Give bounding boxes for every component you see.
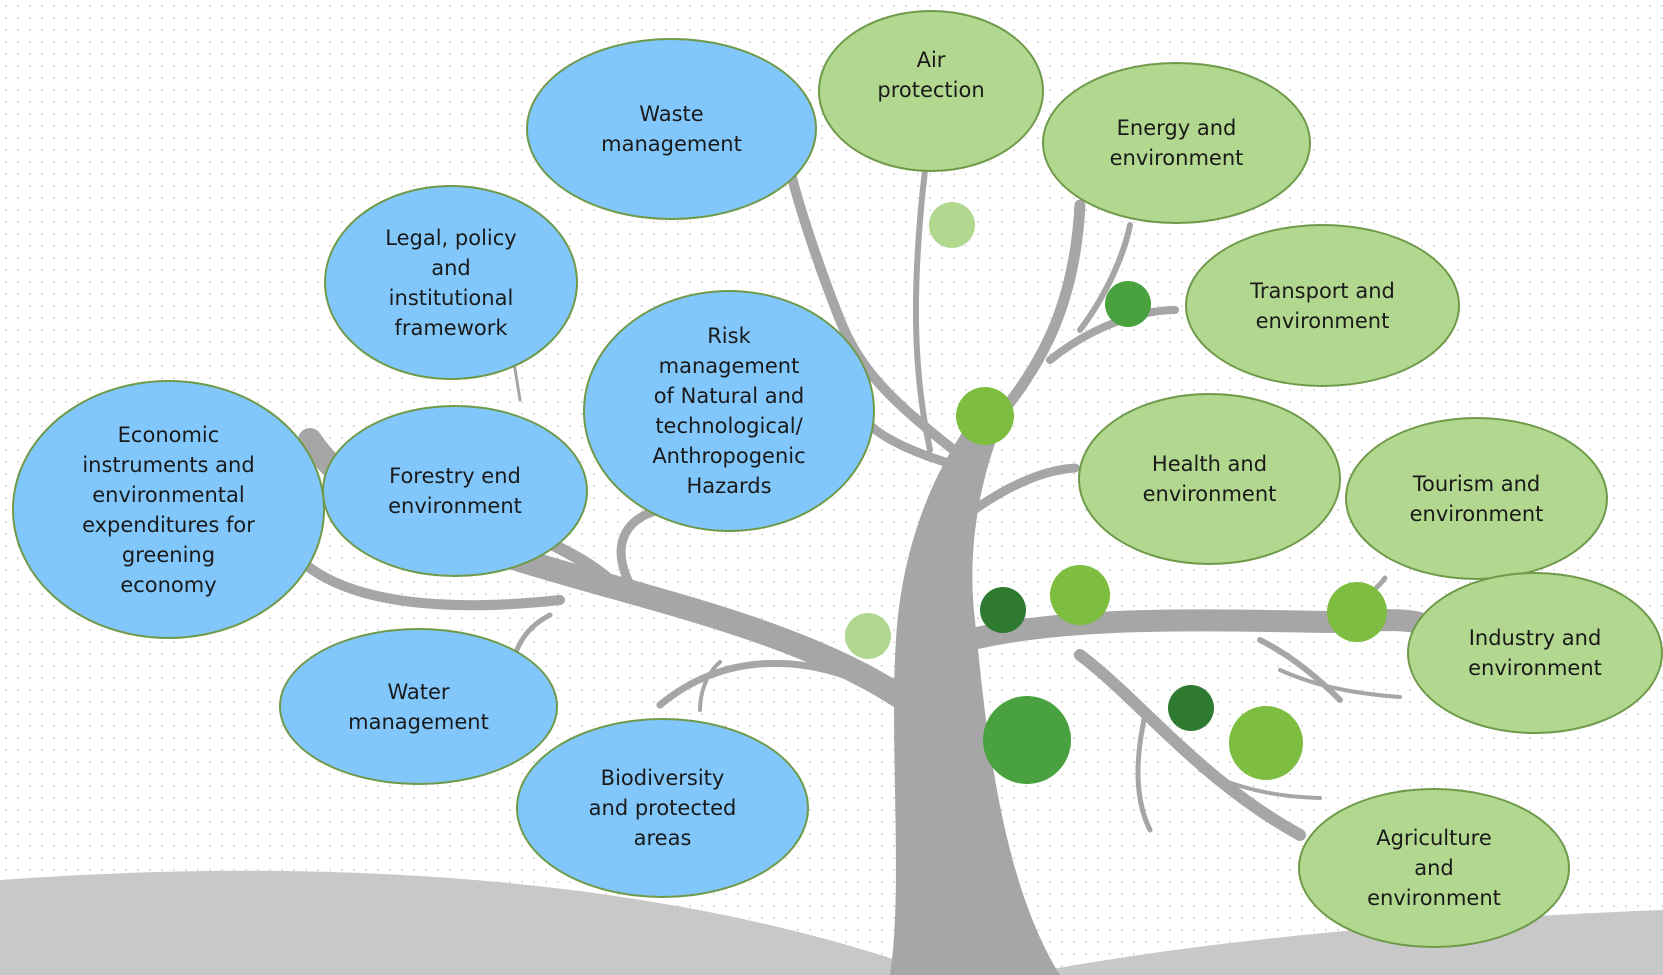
topic-label: Transport and environment: [1250, 278, 1395, 333]
branch-to-health: [955, 463, 1080, 525]
branch-to-waste: [785, 165, 965, 460]
leaf-mid-2: [1050, 565, 1110, 625]
branch-right-twig: [1257, 637, 1343, 703]
topic-label: Tourism and environment: [1409, 471, 1544, 526]
leaf-dark-2: [1168, 685, 1214, 731]
branch-biodiversity-2: [698, 660, 722, 712]
leaf-light-1: [929, 202, 975, 248]
branch-to-agriculture: [1074, 649, 1306, 841]
topic-label: Biodiversity and protected areas: [588, 766, 737, 850]
tree-trunk: [890, 400, 1060, 975]
topic-agriculture-and-environment: Agriculture and environment: [1298, 788, 1570, 948]
topic-label: Agriculture and environment: [1367, 826, 1501, 910]
topic-legal-policy-framework: Legal, policy and institutional framewor…: [324, 185, 578, 380]
topic-energy-and-environment: Energy and environment: [1042, 62, 1311, 224]
leaf-mid-3: [1327, 582, 1387, 642]
leaf-mid-1: [956, 387, 1014, 445]
branch-to-air: [912, 167, 933, 453]
topic-air-protection: Air protection: [818, 10, 1044, 172]
topic-label: Waste management: [601, 102, 742, 156]
branch-right-twig-2: [1278, 668, 1402, 699]
branch-to-water: [512, 612, 553, 658]
leaf-dark-1: [980, 587, 1026, 633]
branch-risk-right: [865, 420, 960, 470]
topic-risk-management: Risk management of Natural and technolog…: [583, 290, 875, 532]
topic-label: Air protection: [877, 48, 985, 102]
topic-waste-management: Waste management: [526, 38, 817, 220]
topic-industry-and-environment: Industry and environment: [1407, 572, 1663, 734]
topic-forestry-and-environment: Forestry end environment: [322, 405, 588, 577]
topic-water-management: Water management: [279, 628, 558, 785]
branch-agri-twig: [1135, 712, 1153, 833]
topic-transport-and-environment: Transport and environment: [1185, 224, 1460, 387]
topic-label: Risk management of Natural and technolog…: [652, 324, 806, 498]
leaf-mid-4: [1229, 706, 1303, 780]
leaf-light-2: [845, 613, 891, 659]
branch-to-biodiversity: [656, 659, 884, 709]
branch-to-transport-2: [1077, 222, 1133, 333]
topic-economic-instruments: Economic instruments and environmental e…: [12, 380, 325, 639]
branch-right-main: [939, 609, 1436, 656]
branch-left-lower: [295, 555, 565, 611]
leaf-green-2: [983, 696, 1071, 784]
ground-hill-left: [0, 870, 940, 975]
topic-label: Industry and environment: [1468, 626, 1602, 680]
topic-label: Economic instruments and environmental e…: [82, 422, 255, 597]
topic-label: Health and environment: [1142, 452, 1277, 506]
branch-to-risk: [616, 505, 665, 605]
topic-biodiversity-protected-areas: Biodiversity and protected areas: [516, 718, 809, 898]
branch-to-energy: [994, 199, 1086, 421]
branch-agri-twig-2: [1198, 768, 1322, 800]
leaf-green-1: [1105, 281, 1151, 327]
topic-label: Forestry end environment: [388, 464, 522, 518]
topic-health-and-environment: Health and environment: [1078, 393, 1341, 565]
topic-label: Legal, policy and institutional framewor…: [385, 225, 517, 340]
topic-label: Energy and environment: [1109, 116, 1244, 170]
topic-tourism-and-environment: Tourism and environment: [1345, 417, 1608, 580]
topic-label: Water management: [348, 679, 489, 734]
